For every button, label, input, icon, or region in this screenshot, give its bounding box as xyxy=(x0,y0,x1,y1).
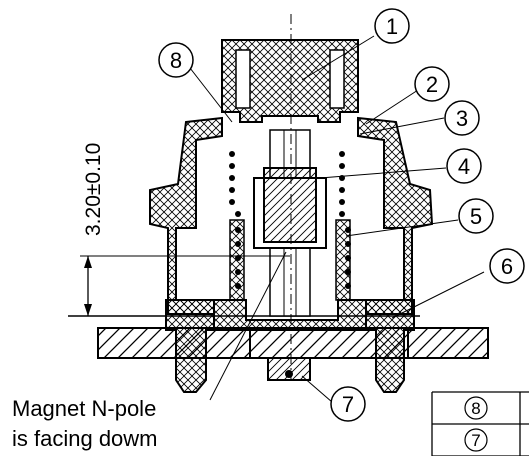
height-dimension: 3.20±0.10 xyxy=(80,143,290,316)
svg-text:2: 2 xyxy=(426,72,438,97)
callout-2: 2 xyxy=(414,66,450,102)
svg-text:4: 4 xyxy=(458,154,470,179)
callout-8: 8 xyxy=(158,42,194,78)
svg-text:8: 8 xyxy=(170,48,182,73)
callout-1: 1 xyxy=(374,8,410,44)
svg-text:1: 1 xyxy=(386,14,398,39)
parts-table: 8 7 xyxy=(431,391,529,456)
svg-text:6: 6 xyxy=(501,254,513,279)
callout-7: 7 xyxy=(330,386,366,422)
svg-text:8: 8 xyxy=(471,399,480,418)
note-line-2: is facing dowm xyxy=(12,426,158,451)
callout-4: 4 xyxy=(446,148,482,184)
sensor xyxy=(267,357,311,381)
table-row-7: 7 xyxy=(464,428,488,452)
leader-lines xyxy=(189,35,485,403)
housing-right xyxy=(357,116,434,393)
svg-text:7: 7 xyxy=(342,392,354,417)
magnet xyxy=(253,167,327,249)
svg-text:5: 5 xyxy=(470,204,482,229)
note-line-1: Magnet N-pole xyxy=(12,396,156,421)
table-row-8: 8 xyxy=(464,396,488,420)
callout-3: 3 xyxy=(444,100,480,136)
stem-top xyxy=(221,39,359,123)
svg-text:7: 7 xyxy=(471,431,480,450)
pcb-board xyxy=(97,327,489,359)
callout-5: 5 xyxy=(458,198,494,234)
svg-text:3: 3 xyxy=(456,106,468,131)
dimension-label: 3.20±0.10 xyxy=(82,143,105,236)
callout-6: 6 xyxy=(489,248,525,284)
